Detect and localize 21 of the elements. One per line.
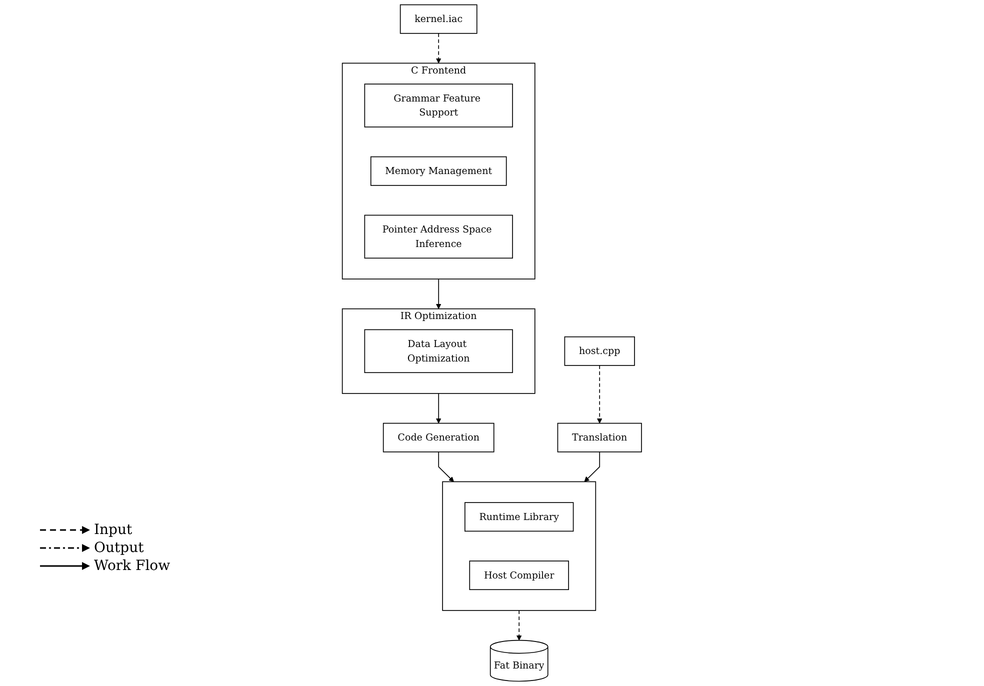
node-box: Runtime Library	[464, 502, 574, 532]
node-box: Memory Management	[370, 156, 507, 186]
node-box: Host Compiler	[469, 560, 570, 590]
arrow	[597, 365, 602, 424]
node-box: Translation	[557, 422, 642, 452]
arrow	[436, 32, 442, 64]
node-box: Code Generation	[383, 422, 494, 452]
node-box: Data Layout Optimization	[364, 329, 514, 374]
arrow	[438, 451, 454, 482]
legend-label: Output	[94, 540, 144, 556]
arrow	[584, 451, 600, 482]
node-box: kernel.iac	[400, 4, 478, 34]
arrow	[516, 610, 522, 641]
arrow	[436, 393, 442, 424]
node-box: Grammar Feature Support	[364, 84, 514, 128]
legend-label: Input	[94, 522, 132, 538]
cluster	[442, 481, 596, 611]
arrow	[436, 278, 442, 310]
legend-label: Work Flow	[94, 558, 170, 574]
node-box: host.cpp	[564, 336, 636, 366]
node-box: Pointer Address Space Inference	[364, 214, 514, 259]
